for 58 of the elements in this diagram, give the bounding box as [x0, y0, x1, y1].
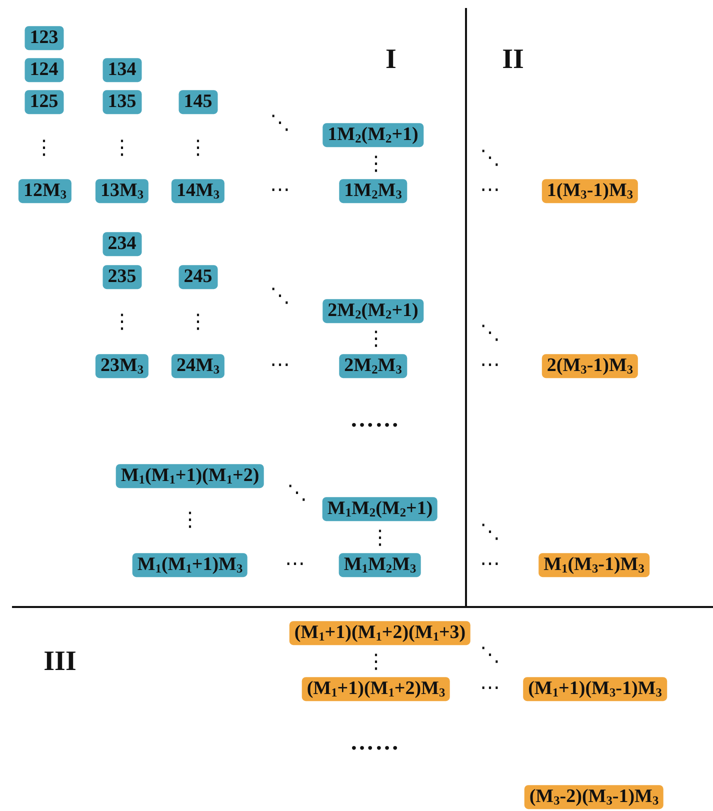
ellipsis-mark: ⋯	[270, 179, 290, 199]
term-box: 13M$_{3}$	[95, 179, 149, 203]
term-box: M$_{1}$(M$_{3}$-1)M$_{3}$	[538, 553, 650, 577]
ellipsis-mark: ⋯	[480, 553, 500, 573]
ellipsis-mark: ⋯	[285, 553, 305, 573]
term-box: 125	[24, 90, 64, 114]
ellipsis-mark: ⋮	[188, 311, 208, 331]
ellipsis-mark: ⋮	[366, 153, 386, 173]
term-box: 1M$_{2}$(M$_{2}$+1)	[322, 123, 424, 147]
term-box: (M$_{1}$+1)(M$_{3}$-1)M$_{3}$	[523, 677, 667, 701]
term-box: 24M$_{3}$	[171, 354, 225, 378]
ellipsis-mark: ⋱	[287, 482, 307, 502]
ellipsis-mark: ⋮	[34, 137, 54, 157]
ellipsis-mark: ⋮	[188, 137, 208, 157]
term-box: 2M$_{2}$(M$_{2}$+1)	[322, 299, 424, 323]
term-box: (M$_{1}$+1)(M$_{1}$+2)M$_{3}$	[302, 677, 450, 701]
term-box: 2M$_{2}$M$_{3}$	[339, 354, 407, 378]
term-box: 124	[24, 58, 64, 82]
region-label: III	[44, 646, 76, 678]
ellipsis-mark: ⋱	[480, 644, 500, 664]
ellipsis-mark: ⋮	[112, 137, 132, 157]
term-box: 135	[102, 90, 142, 114]
term-box: 235	[102, 265, 142, 289]
ellipsis-mark: ⋮	[112, 311, 132, 331]
ellipsis-mark: ⋮	[180, 509, 200, 529]
ellipsis-mark: ⋱	[480, 322, 500, 342]
term-box: (M$_{1}$+1)(M$_{1}$+2)(M$_{1}$+3)	[289, 621, 471, 645]
ellipsis-mark: ⋱	[480, 147, 500, 167]
ellipsis-mark: ⋮	[366, 651, 386, 671]
term-box: 1(M$_{3}$-1)M$_{3}$	[542, 179, 638, 203]
ellipsis-mark: ……	[350, 730, 400, 756]
term-box: 1M$_{2}$M$_{3}$	[339, 179, 407, 203]
ellipsis-mark: ⋮	[366, 328, 386, 348]
term-box: M$_{1}$(M$_{1}$+1)M$_{3}$	[132, 553, 248, 577]
region-label: II	[502, 44, 524, 76]
term-box: 123	[24, 26, 64, 50]
term-box: 234	[102, 232, 142, 256]
region-label: I	[386, 44, 396, 76]
ellipsis-mark: ⋱	[270, 112, 290, 132]
term-box: 12M$_{3}$	[18, 179, 72, 203]
ellipsis-mark: ⋯	[480, 179, 500, 199]
term-box: 245	[178, 265, 218, 289]
ellipsis-mark: ⋮	[370, 527, 390, 547]
term-box: 14M$_{3}$	[171, 179, 225, 203]
term-box: M$_{1}$M$_{2}$(M$_{2}$+1)	[322, 497, 438, 521]
term-box: 2(M$_{3}$-1)M$_{3}$	[542, 354, 638, 378]
term-box: 134	[102, 58, 142, 82]
term-box: 145	[178, 90, 218, 114]
term-box: M$_{1}$M$_{2}$M$_{3}$	[338, 553, 422, 577]
ellipsis-mark: ⋯	[270, 354, 290, 374]
ellipsis-mark: ⋱	[480, 521, 500, 541]
ellipsis-mark: ⋱	[270, 285, 290, 305]
ellipsis-mark: ⋯	[480, 354, 500, 374]
ellipsis-mark: ⋯	[480, 677, 500, 697]
term-box: 23M$_{3}$	[95, 354, 149, 378]
term-box: M$_{1}$(M$_{1}$+1)(M$_{1}$+2)	[116, 464, 264, 488]
ellipsis-mark: ……	[350, 406, 400, 434]
term-box: (M$_{3}$-2)(M$_{3}$-1)M$_{3}$	[524, 785, 664, 809]
